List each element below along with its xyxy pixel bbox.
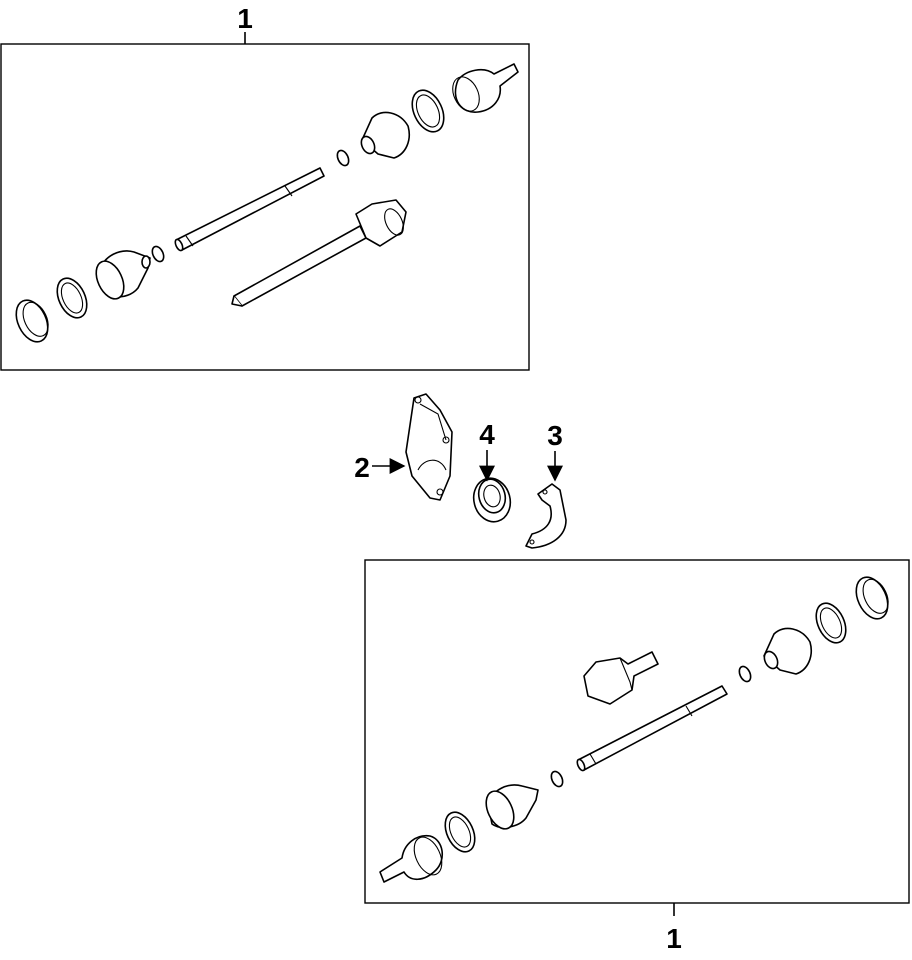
callout-2: 2 — [354, 452, 370, 483]
callout-1-lower: 1 — [666, 923, 682, 954]
assembly-box-upper — [0, 43, 530, 371]
callout-4: 4 — [479, 419, 495, 450]
callout-1-upper: 1 — [237, 3, 253, 34]
lower-halfshaft-assembly: 1 — [364, 559, 910, 954]
boot-ring-right — [411, 89, 445, 133]
cv-boot-left — [95, 250, 151, 300]
callout-3: 3 — [547, 420, 563, 451]
retaining-ring-right — [336, 149, 350, 167]
outer-cv-joint-lower — [379, 834, 443, 883]
axle-shaft-upper — [174, 167, 325, 252]
cv-boot-lower-right — [763, 627, 812, 675]
bracket-part — [405, 393, 453, 501]
retaining-ring-lower-right — [738, 665, 752, 683]
upper-halfshaft-assembly: 1 — [0, 3, 530, 371]
cv-boot-right — [360, 111, 410, 159]
axle-shaft-lower — [576, 685, 728, 772]
retaining-ring-left — [151, 245, 165, 263]
boot-clamp-left — [15, 299, 49, 343]
boot-clamp-lower-right — [855, 576, 889, 620]
assembly-box-lower — [364, 559, 910, 904]
boot-ring-lower-right — [815, 602, 847, 644]
intermediate-shaft-upper — [231, 199, 407, 307]
cv-boot-lower-left — [485, 784, 539, 830]
boot-ring-left — [56, 277, 88, 319]
clamp-part — [525, 483, 567, 549]
bearing-part — [472, 477, 512, 523]
inner-housing-lower — [583, 651, 659, 705]
outer-cv-joint-upper — [452, 63, 519, 113]
retaining-ring-lower-left — [550, 770, 564, 788]
boot-ring-lower-left — [444, 811, 476, 853]
